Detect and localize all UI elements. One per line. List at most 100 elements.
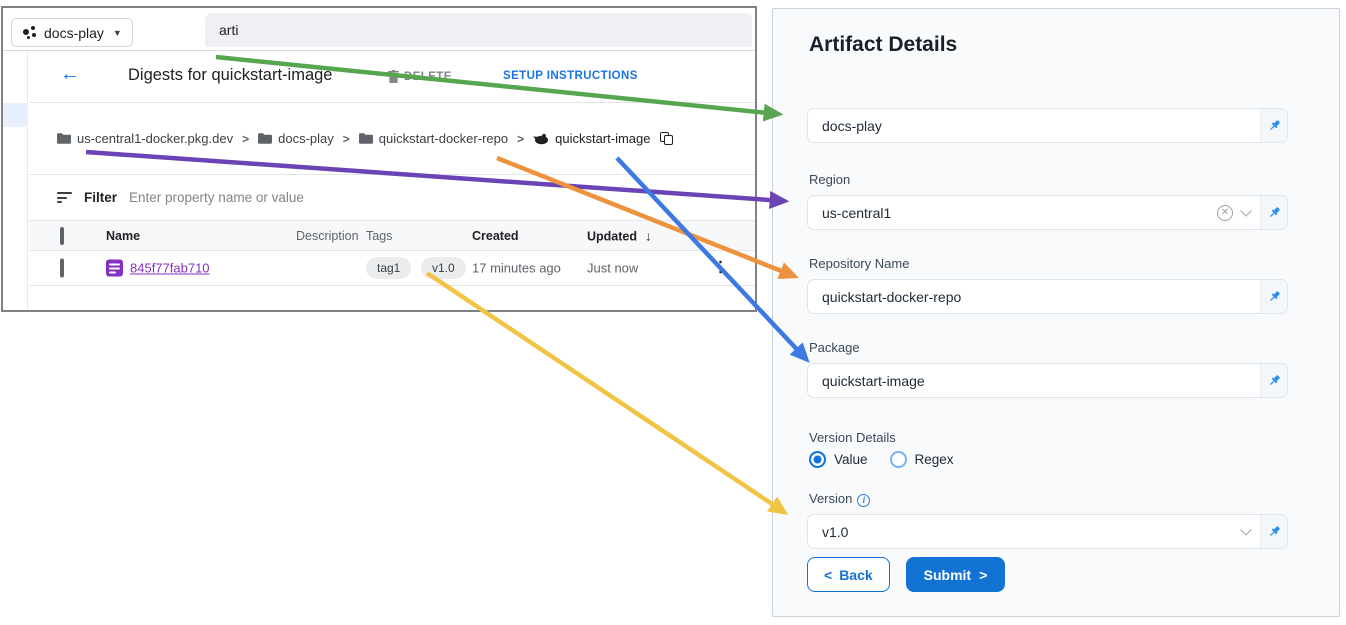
project-field-value: docs-play	[822, 117, 882, 134]
pin-button[interactable]	[1260, 196, 1287, 229]
search-query-text: arti	[219, 22, 239, 38]
pin-button[interactable]	[1260, 109, 1287, 142]
column-name[interactable]: Name	[106, 228, 141, 243]
tags-cell: tag1 v1.0	[366, 257, 472, 279]
column-tags[interactable]: Tags	[366, 228, 393, 243]
back-button-label: Back	[839, 566, 873, 583]
artifact-details-panel: Artifact Details docs-play Region us-cen…	[772, 8, 1340, 617]
package-field[interactable]: quickstart-image	[807, 363, 1288, 398]
trash-icon	[388, 70, 399, 83]
pin-icon	[1269, 526, 1280, 536]
radio-regex-label: Regex	[914, 452, 954, 467]
radio-unselected-icon	[889, 451, 907, 468]
radio-regex[interactable]: Regex	[889, 451, 954, 468]
breadcrumb-label: quickstart-image	[555, 131, 651, 146]
chevron-down-icon[interactable]	[1240, 204, 1252, 217]
region-label: Region	[809, 172, 851, 187]
back-arrow-icon[interactable]: ←	[60, 63, 80, 85]
breadcrumb-label: docs-play	[278, 131, 334, 146]
version-details-label: Version Details	[809, 430, 896, 445]
project-field[interactable]: docs-play	[807, 108, 1288, 143]
breadcrumb-item-image[interactable]: quickstart-image	[533, 131, 674, 146]
setup-instructions-link[interactable]: SETUP INSTRUCTIONS	[503, 70, 638, 82]
version-field[interactable]: v1.0	[807, 514, 1288, 549]
version-field-value: v1.0	[822, 523, 849, 540]
info-icon[interactable]: i	[857, 493, 871, 507]
radio-value-label: Value	[834, 452, 868, 467]
tag-chip[interactable]: tag1	[366, 257, 412, 279]
repository-field-value: quickstart-docker-repo	[822, 288, 962, 305]
page-title: Digests for quickstart-image	[128, 66, 333, 84]
column-description[interactable]: Description	[296, 228, 359, 243]
row-menu-icon[interactable]: ⋮	[713, 258, 728, 276]
delete-button[interactable]: DELETE	[388, 70, 452, 83]
pin-button[interactable]	[1260, 280, 1287, 313]
pin-button[interactable]	[1260, 364, 1287, 397]
folder-icon	[258, 133, 273, 144]
region-field-value: us-central1	[822, 204, 892, 221]
pin-icon	[1269, 291, 1280, 301]
project-selector[interactable]: docs-play ▼	[11, 18, 133, 47]
pin-icon	[1269, 207, 1280, 217]
sort-desc-icon: ↓	[645, 228, 652, 243]
tag-chip[interactable]: v1.0	[420, 257, 466, 279]
package-field-value: quickstart-image	[822, 372, 925, 389]
package-label: Package	[809, 340, 860, 355]
filter-icon	[57, 190, 72, 206]
copy-icon[interactable]	[660, 131, 674, 146]
submit-chevron-icon: >	[979, 566, 988, 583]
pin-icon	[1269, 120, 1280, 130]
column-updated[interactable]: Updated ↓	[587, 228, 652, 243]
breadcrumb-separator: >	[242, 131, 250, 146]
table-row: 845f77fab710 tag1 v1.0 17 minutes ago Ju…	[29, 251, 755, 286]
search-input[interactable]: arti	[205, 13, 752, 47]
radio-selected-icon	[809, 451, 826, 468]
created-cell: 17 minutes ago	[472, 260, 561, 276]
updated-cell: Just now	[587, 260, 639, 276]
back-chevron-icon: <	[824, 566, 833, 583]
region-field[interactable]: us-central1 ✕	[807, 195, 1288, 230]
breadcrumb-label: us-central1-docker.pkg.dev	[77, 131, 234, 146]
pin-button[interactable]	[1260, 515, 1287, 548]
console-topbar: docs-play ▼ arti	[3, 8, 755, 51]
folder-icon	[57, 133, 71, 144]
breadcrumb-item-repository[interactable]: quickstart-docker-repo	[358, 131, 509, 146]
nav-rail-highlight[interactable]	[3, 103, 28, 127]
clear-icon[interactable]: ✕	[1217, 204, 1233, 221]
digest-icon	[106, 259, 123, 277]
column-created[interactable]: Created	[472, 228, 519, 243]
select-all-checkbox[interactable]	[60, 226, 64, 245]
left-nav-rail	[3, 51, 28, 310]
project-cluster-icon	[22, 25, 37, 40]
panel-title: Artifact Details	[809, 33, 958, 56]
table-header: Name Description Tags Created Updated ↓	[29, 220, 755, 251]
dropdown-caret-icon: ▼	[112, 27, 122, 38]
chevron-down-icon[interactable]	[1240, 523, 1252, 536]
filter-bar[interactable]: Filter Enter property name or value	[29, 175, 755, 220]
breadcrumb-separator: >	[517, 131, 525, 146]
back-button[interactable]: < Back	[807, 557, 890, 592]
version-details-options: Value Regex	[809, 451, 954, 468]
delete-label: DELETE	[404, 70, 452, 83]
repository-label: Repository Name	[809, 256, 910, 271]
breadcrumb-item-project[interactable]: docs-play	[258, 131, 334, 146]
breadcrumb-item-registry[interactable]: us-central1-docker.pkg.dev	[57, 131, 233, 146]
project-name: docs-play	[44, 24, 104, 41]
radio-value[interactable]: Value	[809, 451, 868, 468]
column-updated-label: Updated	[587, 229, 637, 243]
digest-link[interactable]: 845f77fab710	[106, 259, 210, 277]
page-header: ← Digests for quickstart-image DELETE SE…	[29, 51, 755, 103]
console-screenshot: docs-play ▼ arti ← Digests for quickstar…	[1, 6, 757, 312]
breadcrumb-label: quickstart-docker-repo	[378, 131, 509, 146]
digest-name: 845f77fab710	[130, 260, 210, 276]
filter-label: Filter	[84, 190, 118, 205]
submit-button-label: Submit	[923, 566, 972, 583]
pin-icon	[1269, 375, 1280, 385]
filter-placeholder: Enter property name or value	[129, 190, 304, 205]
breadcrumb-separator: >	[342, 131, 350, 146]
repository-field[interactable]: quickstart-docker-repo	[807, 279, 1288, 314]
row-checkbox[interactable]	[60, 258, 64, 278]
submit-button[interactable]: Submit >	[905, 557, 1006, 592]
